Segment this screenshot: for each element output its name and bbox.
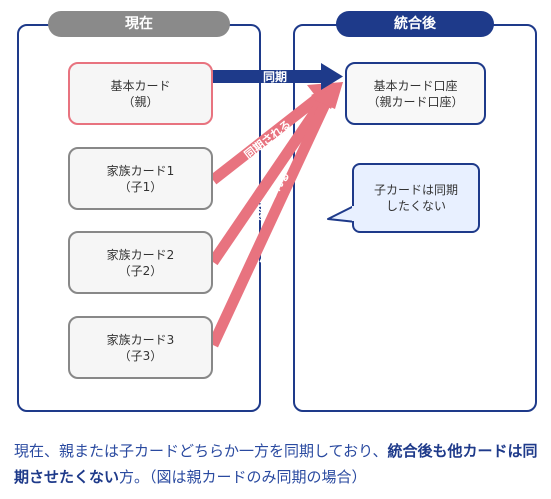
synced-arrow-3 <box>208 101 330 348</box>
family-card-3-role: （子3） <box>118 348 163 363</box>
sync-arrow-head <box>321 63 343 90</box>
family-card-2-name: 家族カード2 <box>106 247 175 262</box>
account-name: 基本カード口座 <box>373 78 458 93</box>
basic-card: 基本カード （親） <box>68 62 213 125</box>
sync-arrow-label: 同期 <box>263 69 287 84</box>
synced-arrow-2 <box>208 98 327 266</box>
family-card-1-role: （子1） <box>118 179 163 194</box>
basic-card-role: （親） <box>122 94 159 109</box>
family-card-2-role: （子2） <box>118 263 163 278</box>
caption-text-1: 現在、親または子カードどちらか一方を同期しており、 <box>14 442 388 460</box>
family-card-1: 家族カード1 （子1） <box>68 147 213 210</box>
family-card-2: 家族カード2 （子2） <box>68 231 213 294</box>
bubble-line-1: 子カードは同期 <box>373 183 458 197</box>
caption-bold: 統合後も他カードは同期させたくない <box>14 442 538 486</box>
basic-card-account: 基本カード口座 （親カード口座） <box>345 62 486 125</box>
sync-arrow-shaft <box>211 70 323 83</box>
family-card-3-name: 家族カード3 <box>106 332 175 347</box>
family-card-1-name: 家族カード1 <box>106 163 175 178</box>
synced-arrowhead-3 <box>313 82 343 109</box>
bubble-line-2: したくない <box>385 199 446 213</box>
speech-bubble: 子カードは同期 したくない <box>352 163 480 233</box>
synced-arrow-1 <box>209 93 322 185</box>
caption-text-2: 方。（図は親カードのみ同期の場合） <box>119 468 367 486</box>
basic-card-name: 基本カード <box>110 78 171 93</box>
current-title: 現在 <box>48 11 230 37</box>
account-role: （親カード口座） <box>367 94 464 109</box>
after-merge-title: 統合後 <box>336 11 494 37</box>
bubble-tail-cover <box>352 206 358 221</box>
family-card-3: 家族カード3 （子3） <box>68 316 213 379</box>
caption: 現在、親または子カードどちらか一方を同期しており、統合後も他カードは同期させたく… <box>14 438 544 490</box>
